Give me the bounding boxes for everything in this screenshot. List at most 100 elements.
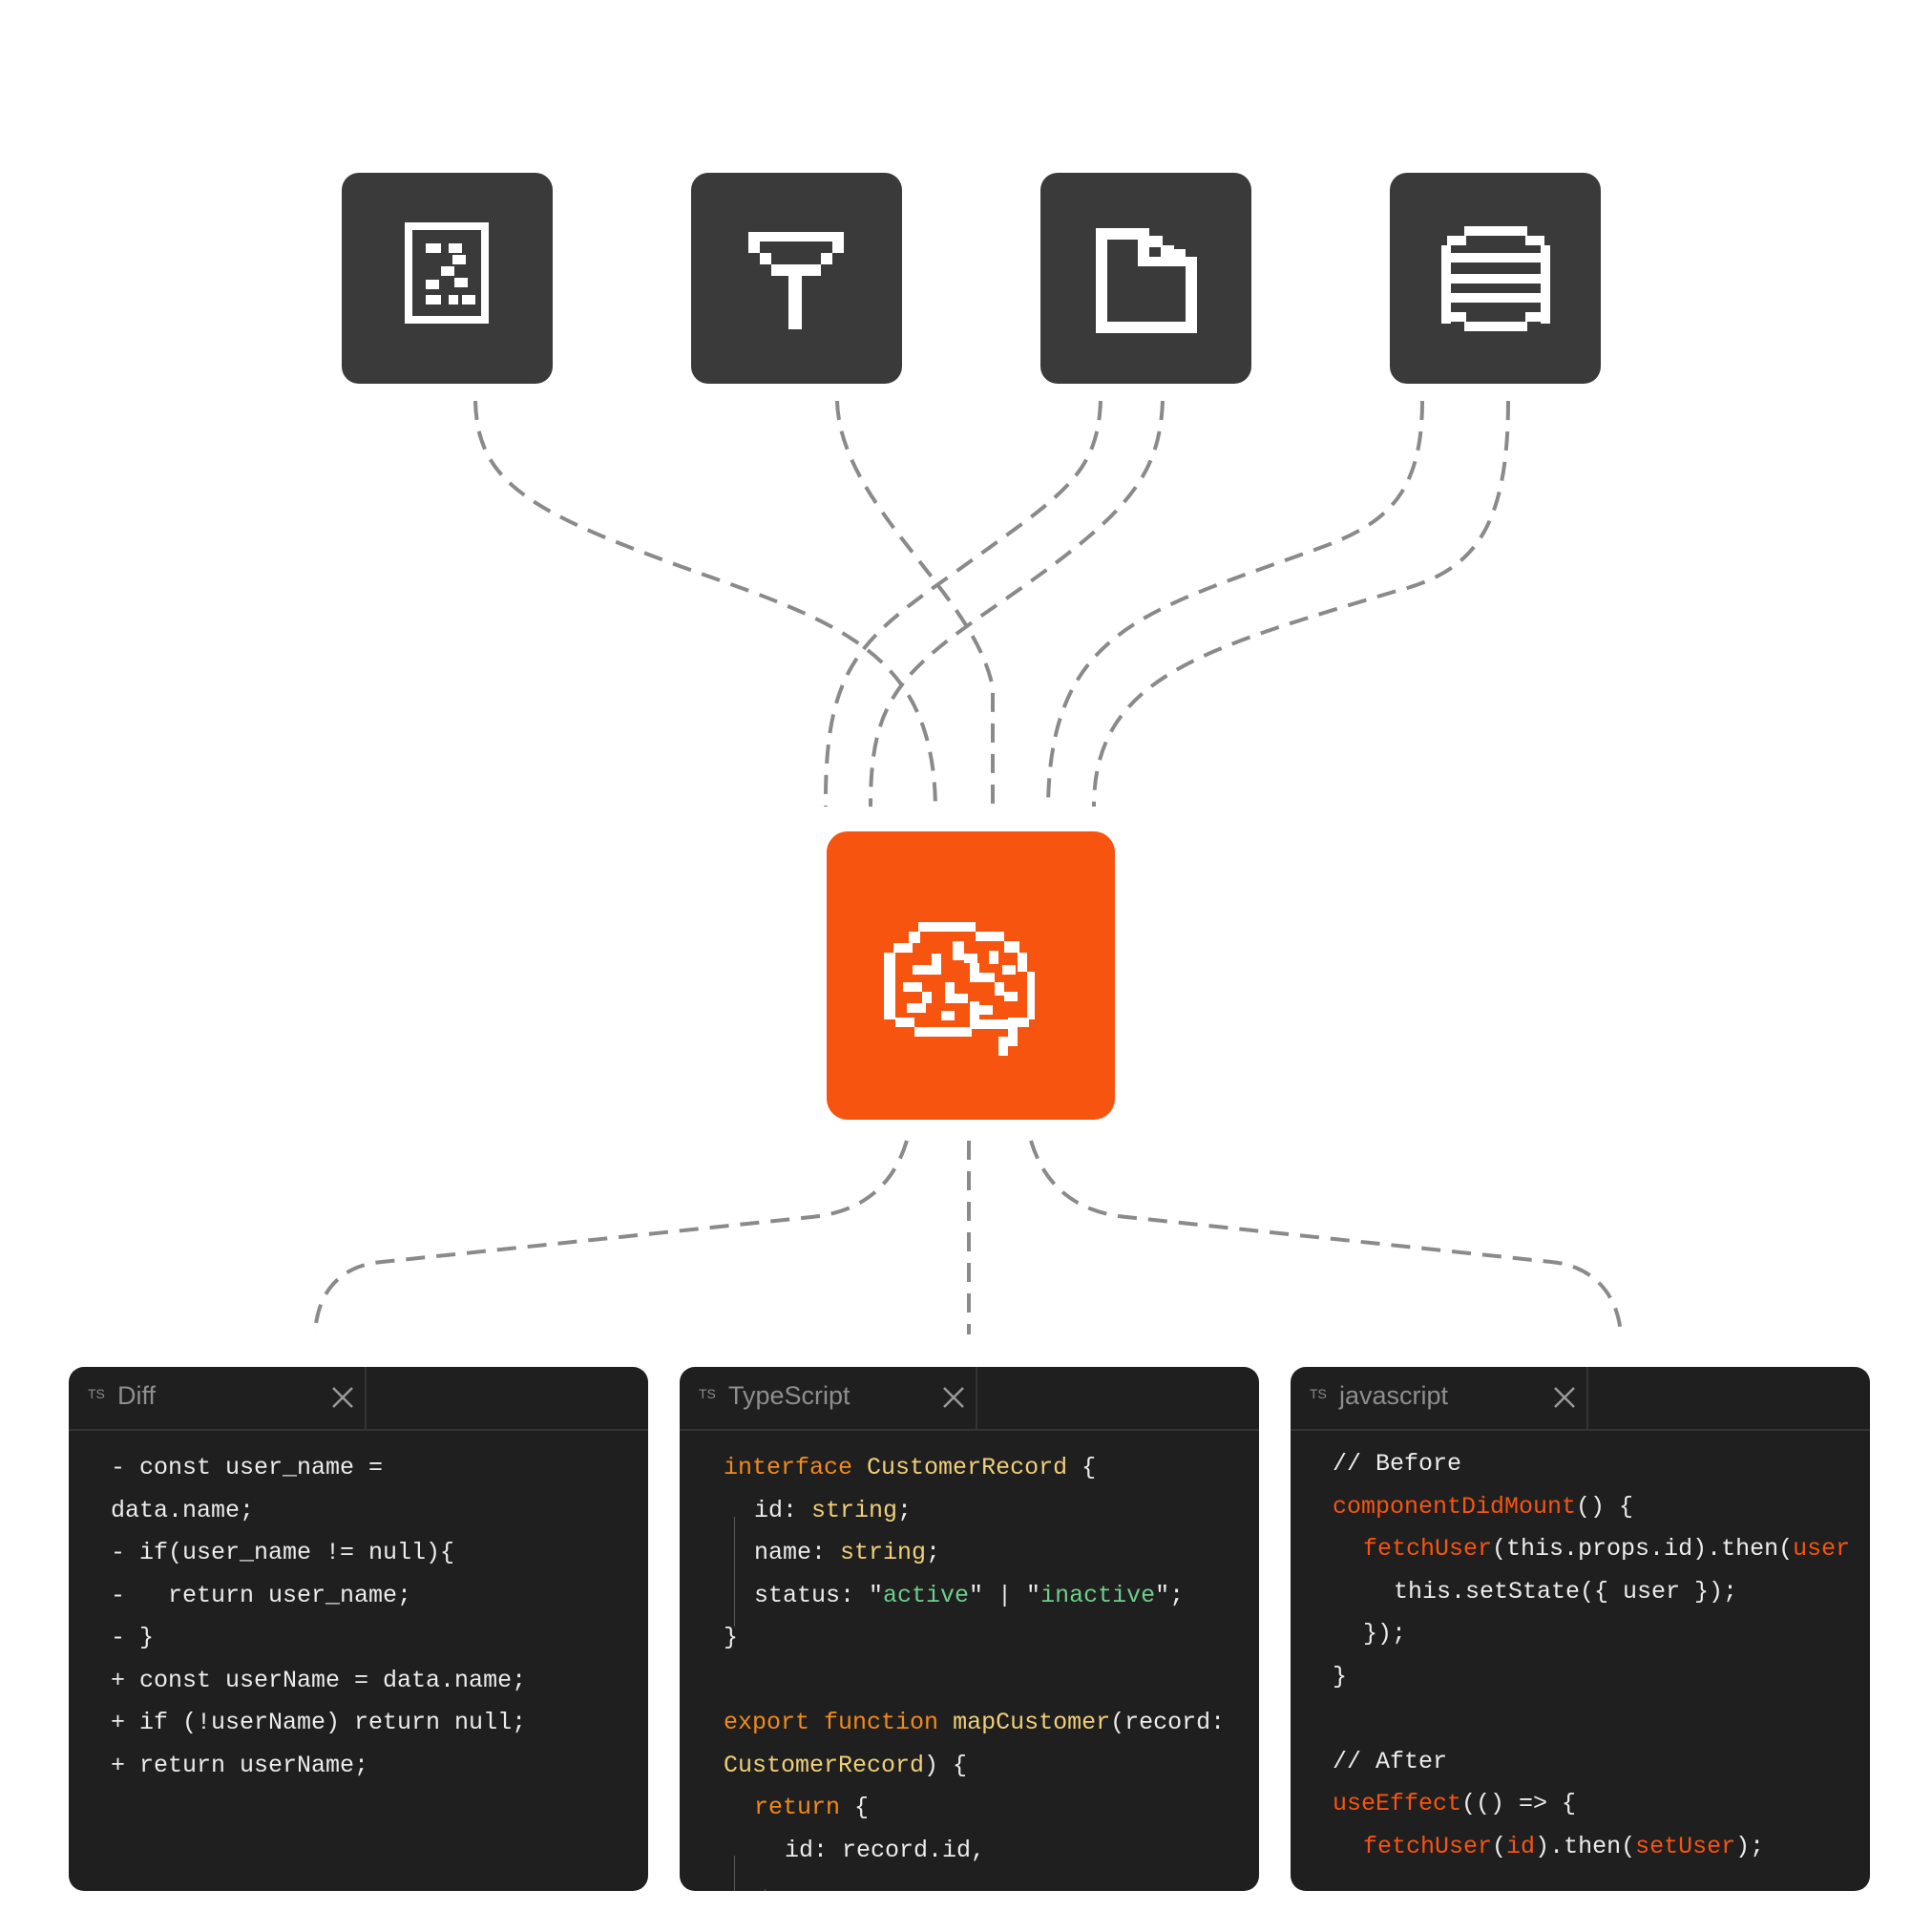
connector-filter-to-hub bbox=[835, 400, 995, 807]
source-tile-file[interactable] bbox=[1040, 173, 1251, 384]
code-token: string bbox=[811, 1496, 898, 1524]
indent-guide bbox=[734, 1517, 735, 1627]
code-line: fetchUser(this.props.id).then(user bbox=[1363, 1535, 1850, 1564]
code-token: inactive bbox=[1040, 1581, 1156, 1609]
filter-icon bbox=[748, 232, 844, 329]
code-token: // After bbox=[1333, 1747, 1448, 1775]
code-line: data.name; bbox=[111, 1497, 254, 1525]
brain-icon bbox=[884, 922, 1035, 1056]
code-area: interface CustomerRecord {id: string;nam… bbox=[680, 1431, 1259, 1891]
tab-bar: TS TypeScript bbox=[680, 1367, 1259, 1431]
code-token: - if(user_name != null){ bbox=[111, 1539, 455, 1566]
close-icon[interactable] bbox=[1552, 1385, 1577, 1410]
source-tile-document[interactable] bbox=[342, 173, 553, 384]
code-line: componentDidMount() { bbox=[1333, 1493, 1633, 1522]
code-line: - } bbox=[111, 1624, 154, 1652]
tab-javascript[interactable]: TS javascript bbox=[1291, 1367, 1588, 1429]
code-token: - } bbox=[111, 1624, 155, 1651]
document-icon bbox=[405, 222, 489, 324]
code-token: fetchUser bbox=[1363, 1535, 1493, 1563]
language-badge: TS bbox=[1310, 1386, 1327, 1401]
close-icon[interactable] bbox=[330, 1385, 355, 1410]
code-token: function bbox=[824, 1709, 939, 1736]
code-line: this.setState({ user }); bbox=[1394, 1578, 1737, 1606]
code-line: + const userName = data.name; bbox=[111, 1667, 526, 1695]
tab-bar: TS javascript bbox=[1291, 1367, 1870, 1431]
code-line: fetchUser(id).then(setUser); bbox=[1363, 1833, 1764, 1861]
hub-tile-brain[interactable] bbox=[827, 831, 1115, 1120]
code-token bbox=[938, 1709, 953, 1736]
code-line: - if(user_name != null){ bbox=[111, 1539, 454, 1567]
code-token: id: bbox=[754, 1496, 812, 1524]
tab-label: Diff bbox=[117, 1381, 157, 1410]
code-token: - return user_name; bbox=[111, 1581, 412, 1609]
code-area: - const user_name = data.name; - if(user_n… bbox=[69, 1431, 648, 1891]
code-token: componentDidMount bbox=[1333, 1492, 1577, 1521]
code-line: status: "active" | "inactive"; bbox=[754, 1582, 1184, 1610]
code-line: id: record.id, bbox=[785, 1837, 985, 1865]
code-token: data.name; bbox=[111, 1496, 255, 1524]
code-token: // Before bbox=[1333, 1450, 1462, 1478]
code-token: string bbox=[840, 1539, 927, 1566]
code-line: export function mapCustomer(record: bbox=[724, 1709, 1225, 1737]
code-line: + return userName; bbox=[111, 1752, 368, 1780]
code-token: + return userName; bbox=[111, 1751, 369, 1779]
connector-hub-to-diff bbox=[313, 1140, 909, 1335]
code-line: id: string; bbox=[754, 1497, 912, 1525]
code-line: useEffect(() => { bbox=[1333, 1790, 1576, 1818]
code-token: ; bbox=[897, 1496, 913, 1524]
code-panel-javascript: TS javascript // Before componentDidMount… bbox=[1291, 1367, 1870, 1891]
indent-guide bbox=[765, 1889, 766, 1891]
source-tile-filter[interactable] bbox=[691, 173, 902, 384]
code-token: + if (!userName) return null; bbox=[111, 1709, 527, 1736]
code-token: id: record.id, bbox=[785, 1836, 986, 1864]
code-token: "; bbox=[1155, 1581, 1185, 1609]
code-line: } bbox=[724, 1624, 738, 1652]
code-line: return { bbox=[754, 1794, 869, 1822]
code-token: ) { bbox=[924, 1751, 968, 1779]
code-line: } bbox=[1333, 1663, 1347, 1691]
code-token: name: bbox=[754, 1539, 841, 1566]
database-icon bbox=[1441, 226, 1550, 331]
language-badge: TS bbox=[88, 1386, 105, 1401]
code-token bbox=[852, 1454, 867, 1481]
connector-database-b-to-hub bbox=[1092, 400, 1510, 808]
tab-label: javascript bbox=[1339, 1381, 1449, 1410]
code-token: { bbox=[1067, 1454, 1097, 1481]
code-token: (this.props.id).then( bbox=[1492, 1535, 1794, 1563]
connector-document-to-hub bbox=[473, 400, 937, 808]
code-token: + const userName = data.name; bbox=[111, 1666, 527, 1694]
connector-database-a-to-hub bbox=[1046, 400, 1424, 808]
code-token: export bbox=[724, 1709, 810, 1736]
code-token: useEffect bbox=[1333, 1790, 1462, 1817]
tab-diff[interactable]: TS Diff bbox=[69, 1367, 367, 1429]
code-token: - const user_name = bbox=[111, 1454, 384, 1481]
code-line: interface CustomerRecord { bbox=[724, 1454, 1096, 1482]
code-token: ); bbox=[1735, 1832, 1765, 1860]
code-token: (record: bbox=[1110, 1709, 1226, 1736]
code-token: ).then( bbox=[1535, 1832, 1636, 1860]
tab-bar: TS Diff bbox=[69, 1367, 648, 1431]
tab-typescript[interactable]: TS TypeScript bbox=[680, 1367, 977, 1429]
connector-hub-to-javascript bbox=[1029, 1140, 1623, 1335]
close-icon[interactable] bbox=[941, 1385, 966, 1410]
code-line: // After bbox=[1333, 1748, 1447, 1776]
code-token: } bbox=[1333, 1662, 1348, 1690]
code-token: ; bbox=[926, 1539, 941, 1566]
code-line: - const user_name = bbox=[111, 1454, 383, 1482]
source-tile-database[interactable] bbox=[1390, 173, 1601, 384]
code-token: fetchUser bbox=[1363, 1832, 1493, 1860]
code-token: ( bbox=[1492, 1832, 1507, 1860]
code-token: " | " bbox=[969, 1581, 1041, 1609]
code-panel-diff: TS Diff - const user_name = data.name; - i… bbox=[69, 1367, 648, 1891]
code-line: CustomerRecord) { bbox=[724, 1752, 967, 1780]
code-token: return bbox=[754, 1794, 841, 1821]
code-line: - return user_name; bbox=[111, 1582, 411, 1610]
tab-label: TypeScript bbox=[728, 1381, 850, 1410]
code-token: CustomerRecord bbox=[724, 1751, 925, 1779]
code-token: } bbox=[724, 1624, 739, 1651]
code-panel-typescript: TS TypeScript interface CustomerRecord {… bbox=[680, 1367, 1259, 1891]
code-line: name: string; bbox=[754, 1539, 940, 1567]
